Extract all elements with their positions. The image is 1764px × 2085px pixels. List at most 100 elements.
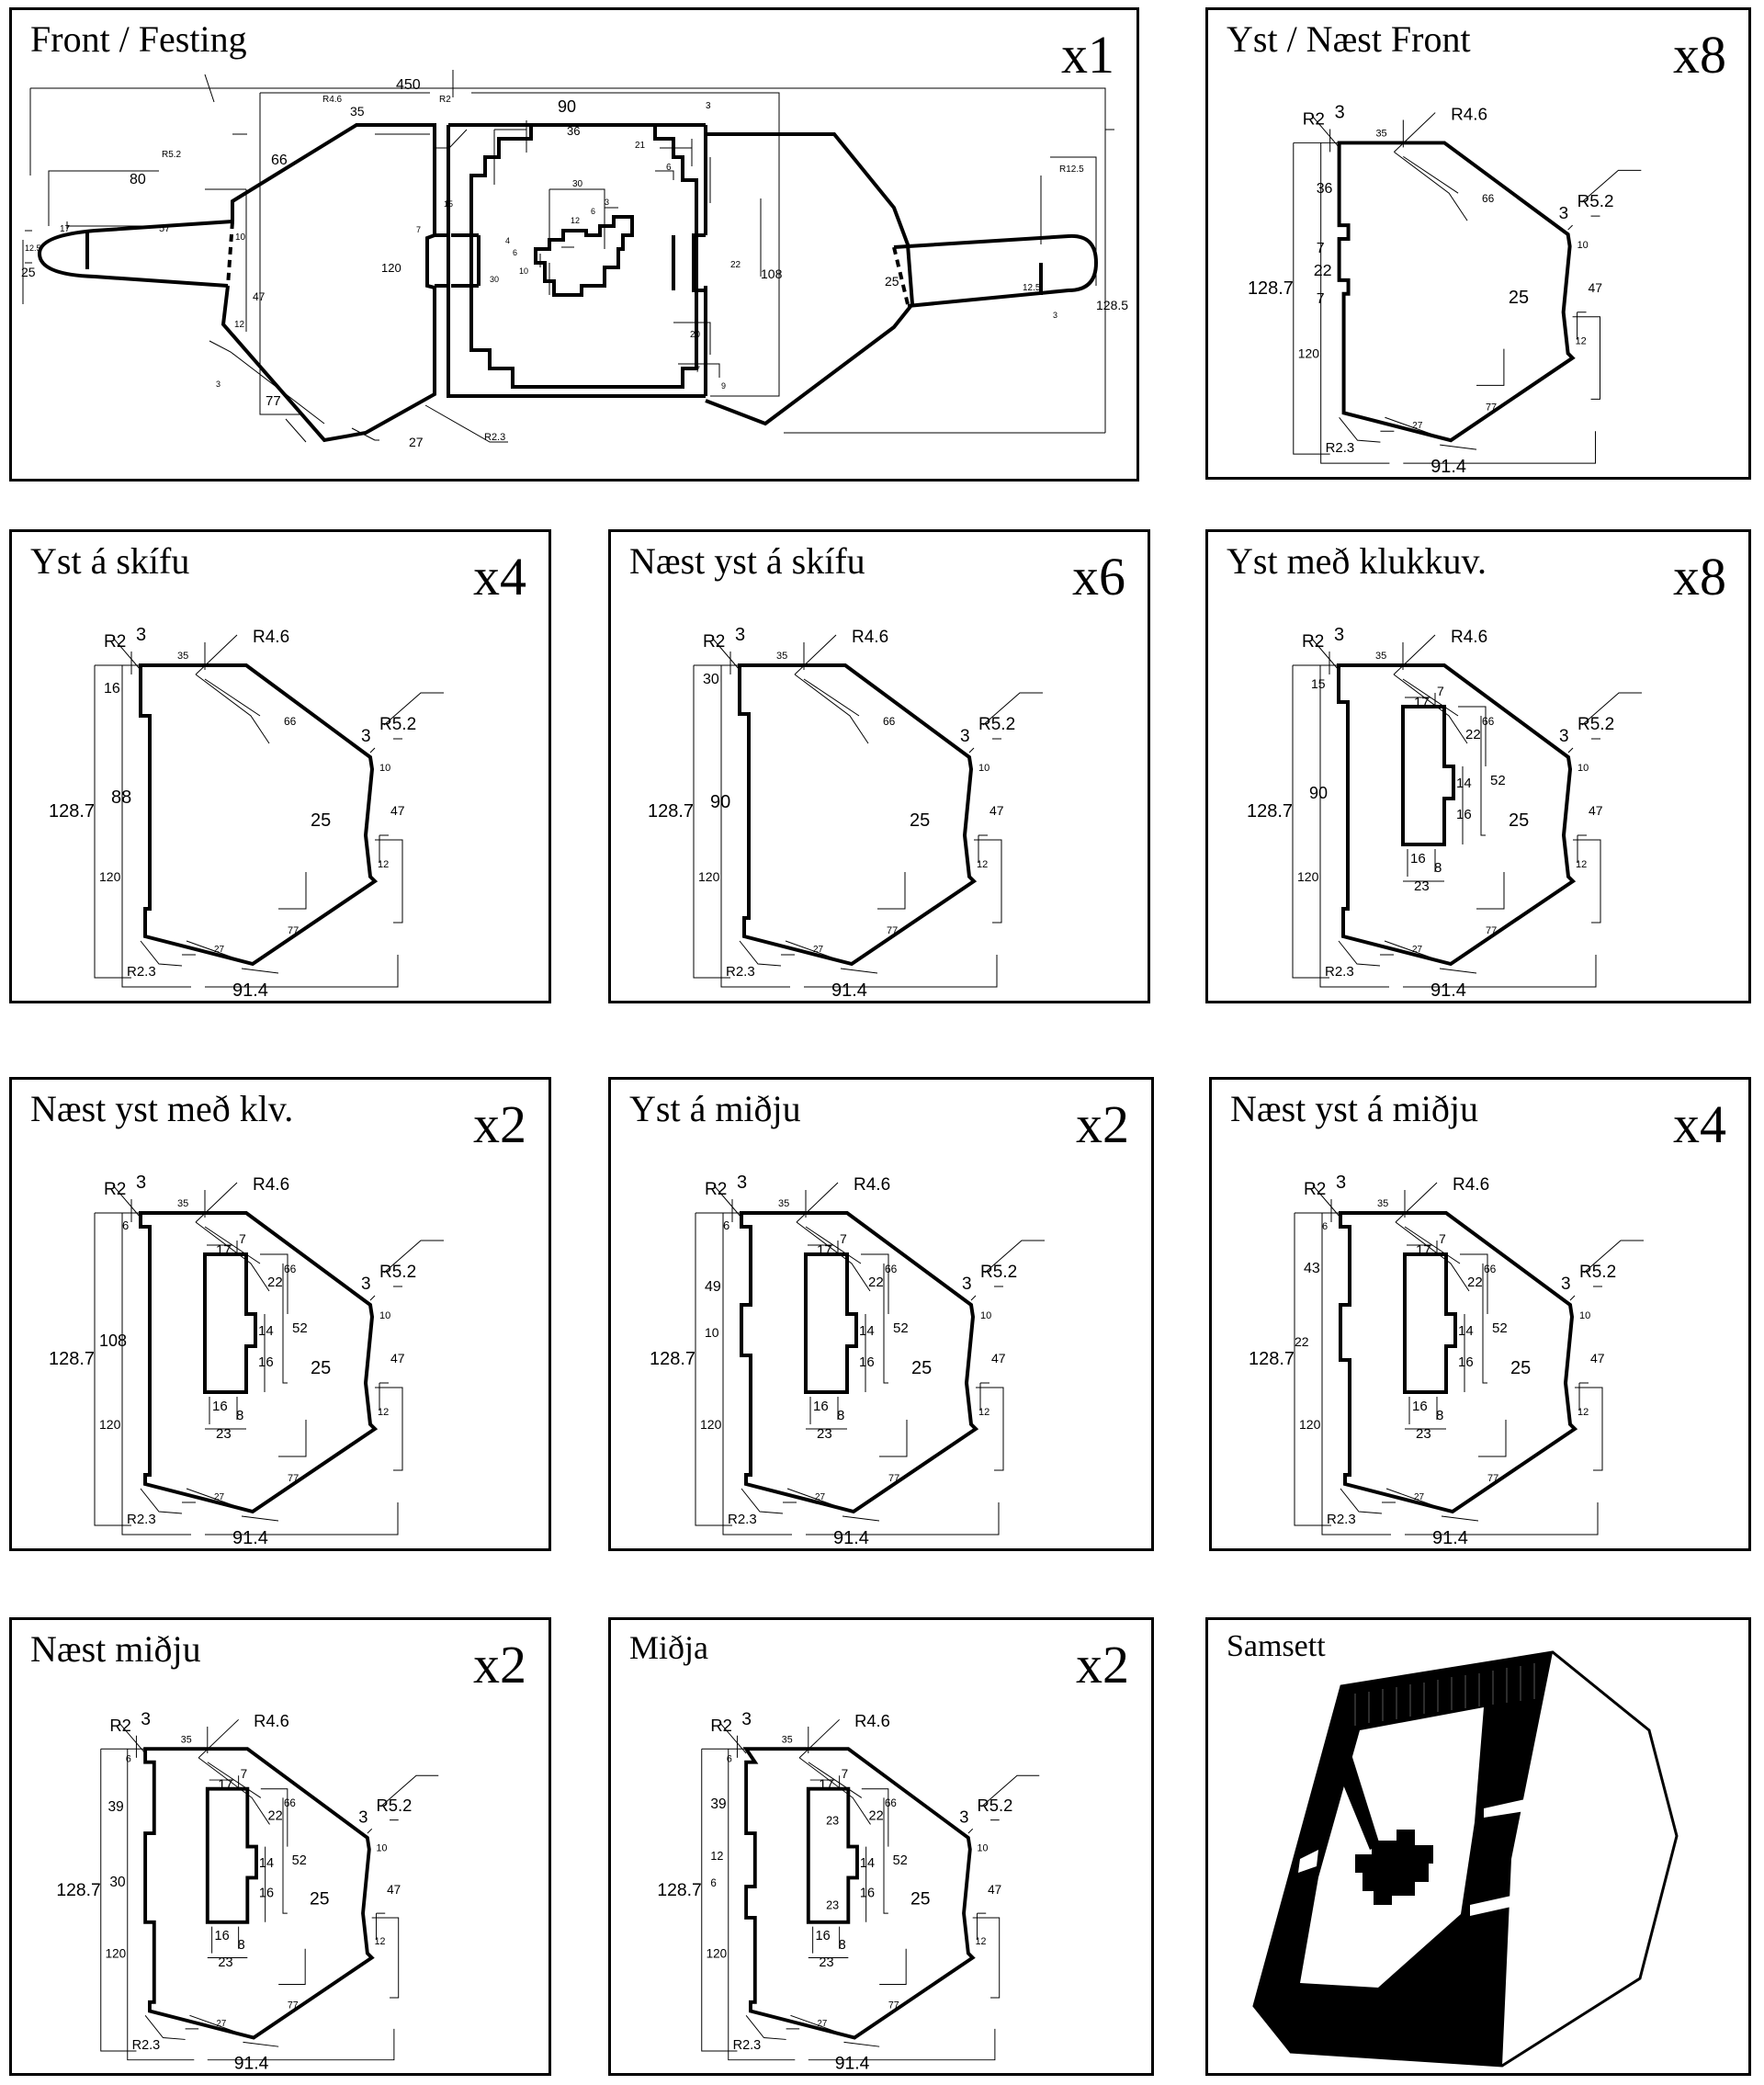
panel-title: Yst á miðju bbox=[629, 1088, 801, 1129]
dim-r2-3: R2.3 bbox=[132, 2038, 161, 2053]
dim-91-4: 91.4 bbox=[835, 2053, 870, 2073]
dim-77: 77 bbox=[888, 2000, 899, 2011]
dim-12: 12 bbox=[378, 859, 389, 870]
dim-66: 66 bbox=[284, 715, 297, 728]
dim-23: 23 bbox=[218, 1955, 232, 1970]
dim-25: 25 bbox=[1509, 810, 1529, 831]
dim-3: 3 bbox=[737, 1173, 747, 1193]
panel-title: Yst á skífu bbox=[30, 540, 190, 582]
dim-r5-2: R5.2 bbox=[162, 150, 182, 160]
dim-27: 27 bbox=[1412, 421, 1423, 431]
dim-3: 3 bbox=[1335, 103, 1345, 123]
panel-quantity: x2 bbox=[1076, 1635, 1129, 1694]
dim-120: 120 bbox=[698, 869, 720, 884]
dim-14: 14 bbox=[859, 1323, 875, 1339]
dim-17: 17 bbox=[819, 1778, 833, 1793]
dim-r4-6: R4.6 bbox=[254, 1711, 289, 1730]
dim-120: 120 bbox=[99, 1417, 121, 1432]
dim-r2: R2 bbox=[1303, 110, 1325, 130]
panel-title: Yst / Næst Front bbox=[1227, 18, 1471, 60]
dim-128-5: 128.5 bbox=[1096, 298, 1128, 312]
dim-77: 77 bbox=[288, 1473, 299, 1484]
dim-22: 22 bbox=[1465, 727, 1481, 742]
dim-35: 35 bbox=[177, 651, 188, 662]
axle-slot-outline bbox=[1401, 705, 1455, 846]
dim-22: 22 bbox=[730, 260, 741, 270]
dim-3-right: 3 bbox=[960, 727, 970, 746]
dim-88: 88 bbox=[111, 788, 131, 808]
dim-120: 120 bbox=[99, 869, 121, 884]
panel-title: Næst yst með klv. bbox=[30, 1088, 294, 1129]
dim-128-7: 128.7 bbox=[650, 1349, 695, 1369]
dim-77: 77 bbox=[1486, 402, 1497, 413]
dim-3c: 3 bbox=[605, 198, 609, 207]
dim-r4-6: R4.6 bbox=[1451, 628, 1487, 647]
dim-128-7: 128.7 bbox=[49, 801, 95, 822]
dim-25: 25 bbox=[310, 1888, 330, 1909]
dim-35: 35 bbox=[177, 1198, 188, 1209]
dim-7: 7 bbox=[1439, 1231, 1446, 1246]
dim-36: 36 bbox=[567, 124, 580, 138]
dim-7: 7 bbox=[1437, 684, 1444, 698]
dim-16-inner: 16 bbox=[859, 1354, 875, 1370]
dim-10: 10 bbox=[235, 232, 246, 243]
dim-25: 25 bbox=[1510, 1358, 1531, 1378]
dim-35: 35 bbox=[181, 1734, 192, 1745]
dim-23: 23 bbox=[817, 1426, 832, 1442]
dim-47: 47 bbox=[253, 290, 266, 303]
dim-91-4: 91.4 bbox=[833, 1528, 869, 1548]
dim-108: 108 bbox=[761, 266, 783, 281]
dim-16-inner: 16 bbox=[259, 1887, 274, 1901]
dim-12: 12 bbox=[1576, 859, 1587, 870]
dim-3: 3 bbox=[1334, 625, 1344, 645]
dim-47: 47 bbox=[390, 1351, 405, 1365]
dim-77: 77 bbox=[1487, 1473, 1498, 1484]
dim-3b: 3 bbox=[216, 380, 220, 389]
dim-3: 3 bbox=[141, 1709, 151, 1729]
dim-22: 22 bbox=[868, 1275, 884, 1290]
dim-10: 10 bbox=[1577, 240, 1589, 251]
dim-r2: R2 bbox=[710, 1716, 731, 1735]
dim-7-lower: 7 bbox=[1317, 291, 1325, 307]
dim-r2-3: R2.3 bbox=[484, 432, 505, 443]
dim-91-4: 91.4 bbox=[1430, 457, 1466, 477]
dim-r2-3: R2.3 bbox=[733, 2038, 762, 2053]
dim-25: 25 bbox=[311, 810, 331, 831]
dim-128-7: 128.7 bbox=[1247, 801, 1293, 822]
dim-3: 3 bbox=[735, 625, 745, 645]
dim-r5-2: R5.2 bbox=[1577, 715, 1614, 734]
dim-25: 25 bbox=[910, 810, 930, 831]
dim-17: 17 bbox=[1414, 695, 1430, 710]
dim-12b: 12 bbox=[571, 216, 580, 225]
dim-35: 35 bbox=[782, 1734, 793, 1745]
dim-16-inner: 16 bbox=[1458, 1354, 1474, 1370]
dim-10: 10 bbox=[379, 763, 390, 774]
dim-12: 12 bbox=[375, 1936, 386, 1947]
dim-47: 47 bbox=[1590, 1351, 1605, 1365]
dim-25: 25 bbox=[21, 265, 36, 279]
panel-quantity: x2 bbox=[1076, 1094, 1129, 1154]
dim-77: 77 bbox=[288, 2000, 299, 2011]
dim-66: 66 bbox=[883, 715, 896, 728]
dim-22: 22 bbox=[268, 1809, 283, 1824]
assembled-clock-drawing bbox=[1252, 1650, 1679, 2068]
dim-6: 6 bbox=[122, 1218, 129, 1232]
dim-16: 16 bbox=[104, 681, 120, 697]
dim-8: 8 bbox=[837, 1408, 844, 1423]
dim-r4-6: R4.6 bbox=[854, 1175, 890, 1195]
dim-6b: 6 bbox=[591, 207, 595, 216]
dim-27: 27 bbox=[815, 1492, 826, 1502]
dim-66: 66 bbox=[271, 153, 288, 168]
dim-r4-6: R4.6 bbox=[1451, 106, 1487, 125]
dim-22: 22 bbox=[267, 1275, 283, 1290]
dim-30: 30 bbox=[703, 672, 719, 687]
dim-3-right: 3 bbox=[361, 727, 371, 746]
dim-r2: R2 bbox=[109, 1716, 130, 1735]
